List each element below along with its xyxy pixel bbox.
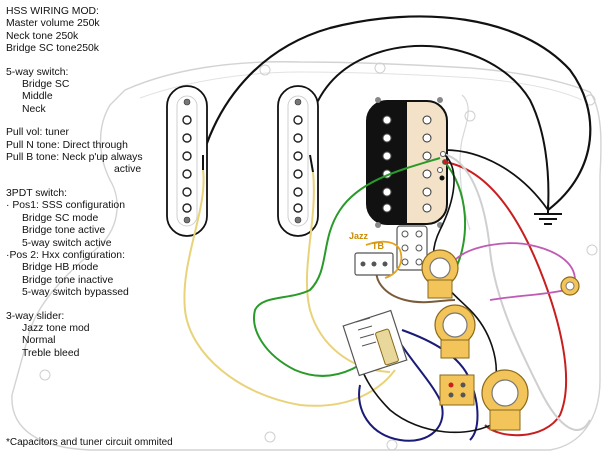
3pdt-switch <box>396 225 428 271</box>
output-jack-wire-magenta-lower <box>489 289 566 301</box>
pdt-heading: 3PDT switch: <box>6 187 68 199</box>
footnote: *Capacitors and tuner circuit ommited <box>6 437 173 448</box>
green-wire-upper <box>442 159 467 271</box>
neck-pickup-wire-yellow <box>183 169 396 407</box>
slider-item-3: Treble bleed <box>22 347 80 359</box>
ground-symbol <box>534 205 562 225</box>
pull-line-3: Pull B tone: Neck p'up always <box>6 152 143 164</box>
output-jack-wire-magenta <box>454 242 576 281</box>
humbucker-terminals <box>437 151 448 181</box>
brown-wire <box>375 264 456 304</box>
pickguard-outline-inner <box>139 71 583 101</box>
switch5-position-3: Neck <box>22 103 46 115</box>
five-way-switch <box>342 309 408 377</box>
pos2-item-3: 5-way switch bypassed <box>22 287 129 299</box>
pot-line-3: Bridge SC tone250k <box>6 43 99 55</box>
pickguard-outline <box>11 61 602 451</box>
pull-line-1: Pull vol: tuner <box>6 127 69 139</box>
switch5-position-2: Middle <box>22 91 53 103</box>
tb-label: TB <box>372 241 384 251</box>
pull-line-2: Pull N tone: Direct through <box>6 139 128 151</box>
slider-item-2: Normal <box>22 335 56 347</box>
pos1-item-3: 5-way switch active <box>22 237 112 249</box>
pot-line-1: Master volume 250k <box>6 18 100 30</box>
pos1-item-2: Bridge tone active <box>22 225 106 237</box>
bridge-humbucker-pickup <box>366 97 448 228</box>
pos2-item-2: Bridge tone inactive <box>22 274 114 286</box>
ground-wire-black-outer <box>198 15 592 211</box>
neck-single-coil-pickup <box>166 85 208 237</box>
notes-title: HSS WIRING MOD: <box>6 6 99 17</box>
ground-wire-black-pickups <box>444 149 549 211</box>
jazz-label: Jazz <box>349 231 369 241</box>
wiring-notes: HSS WIRING MOD: Master volume 250k Neck … <box>6 6 143 360</box>
jazz-wire-orange <box>365 240 403 279</box>
pot-line-2: Neck tone 250k <box>6 30 79 42</box>
humbucker-wire-white <box>442 153 591 431</box>
middle-single-coil-pickup <box>277 85 319 237</box>
humbucker-wire-green <box>253 157 441 377</box>
lower-switch-block <box>439 374 475 406</box>
slider-item-1: Jazz tone mod <box>22 322 90 334</box>
pos1-item-1: Bridge SC mode <box>22 212 99 224</box>
jazz-tb-slider <box>354 252 394 276</box>
switch5-heading: 5-way switch: <box>6 66 69 78</box>
neck-tone-pot <box>434 304 476 359</box>
humbucker-wire-red <box>444 161 568 437</box>
pos1-heading: · Pos1: SSS configuration <box>6 200 125 212</box>
master-volume-pot <box>481 369 529 431</box>
middle-pickup-wire-black <box>309 154 314 173</box>
switch5-position-1: Bridge SC <box>22 79 70 91</box>
slider-heading: 3-way slider: <box>6 310 65 322</box>
blue-wire-1 <box>358 334 444 442</box>
output-jack <box>560 276 580 296</box>
bridge-tone-pot <box>421 249 459 299</box>
pos2-heading: ·Pos 2: Hxx configuration: <box>6 249 125 261</box>
pos2-item-1: Bridge HB mode <box>22 262 99 274</box>
pull-line-cont: active <box>114 164 142 176</box>
